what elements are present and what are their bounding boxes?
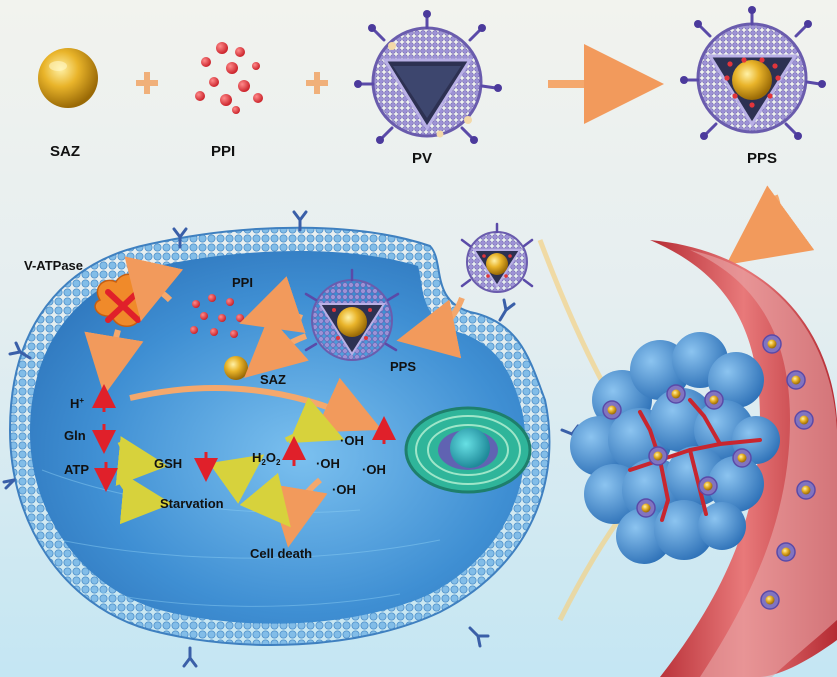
plus-icon [306, 72, 328, 94]
hydroxyl-radical-label: ·OH [362, 462, 386, 477]
ppi-label: PPI [211, 143, 236, 160]
injection-arrow [726, 185, 815, 265]
pps-label: PPS [747, 150, 778, 167]
ppi-cell-label: PPI [232, 275, 253, 290]
hydroxyl-radical-label: ·OH [340, 433, 364, 448]
plus-icon [136, 72, 158, 94]
hydroxyl-radical-label: ·OH [316, 456, 340, 471]
hydroxyl-radical-label: ·OH [332, 482, 356, 497]
saz-inside-icon [224, 356, 248, 380]
saz-sphere-icon [38, 48, 98, 108]
pv-vesicle-icon [354, 10, 502, 144]
cell-death-label: Cell death [250, 546, 313, 561]
pps-endocytosed-icon [304, 268, 400, 361]
h2o2-label: H2O2 [252, 450, 281, 467]
pps-particle-icons [602, 334, 816, 610]
flow-arrows [84, 256, 465, 548]
gln-label: Gln [64, 428, 86, 443]
atp-label: ATP [64, 462, 90, 477]
h-plus-label: H+ [70, 396, 85, 411]
pps-vesicle-icon [680, 6, 826, 140]
pps-entering-icon [460, 222, 534, 293]
saz-cell-label: SAZ [260, 372, 286, 387]
pv-label: PV [412, 150, 433, 167]
mitochondria-icon [404, 406, 532, 494]
starvation-label: Starvation [160, 496, 224, 511]
indicator-arrows [92, 384, 396, 492]
ppi-dots-icon [195, 42, 263, 114]
gsh-label: GSH [154, 456, 183, 471]
saz-label: SAZ [50, 143, 80, 160]
pps-cell-label: PPS [390, 359, 417, 374]
vatpase-label: V-ATPase [24, 258, 84, 273]
